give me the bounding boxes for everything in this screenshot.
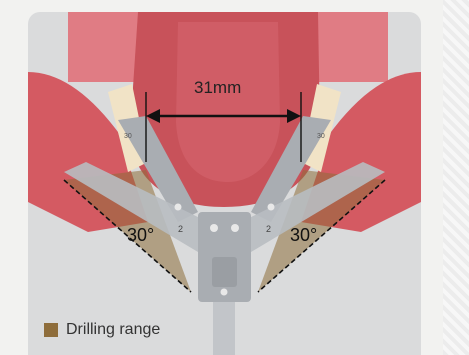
guide-hole	[268, 204, 275, 211]
tongue-highlight	[176, 22, 280, 182]
guide-hole	[231, 224, 239, 232]
guide-hole	[210, 224, 218, 232]
guide-hole	[175, 204, 182, 211]
surgical-guide-illustration: 30 30 2 2	[28, 12, 421, 355]
center-connector	[212, 257, 237, 287]
right-angle-label: 30°	[290, 225, 317, 246]
right-tab-number: 30	[317, 133, 325, 140]
legend-label: Drilling range	[66, 321, 160, 339]
measurement-label: 31mm	[194, 78, 241, 98]
legend: Drilling range	[44, 321, 160, 339]
background-stripe	[443, 0, 469, 355]
left-tab-number: 30	[124, 133, 132, 140]
right-plate-number: 2	[266, 224, 271, 234]
legend-swatch	[44, 323, 58, 337]
handle-rod	[213, 302, 235, 355]
guide-hole	[221, 289, 228, 296]
left-plate-number: 2	[178, 224, 183, 234]
left-angle-label: 30°	[127, 225, 154, 246]
illustration-panel: 30 30 2 2 31mm 30° 30° Drilling range	[28, 12, 421, 355]
